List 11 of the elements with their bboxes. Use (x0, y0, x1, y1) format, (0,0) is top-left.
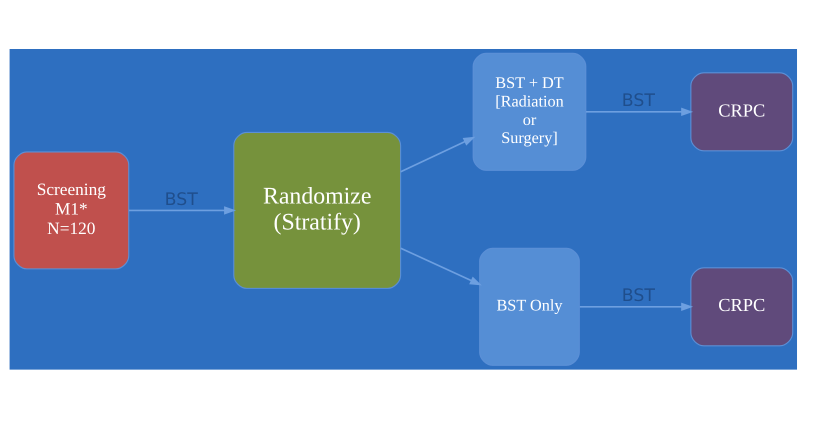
node-box: Randomize (Stratify) (232, 132, 401, 289)
node-box: BST Only (478, 248, 580, 366)
node-box: CRPC (690, 267, 793, 346)
arrow (400, 136, 475, 172)
node-box: CRPC (690, 72, 793, 152)
arrow (128, 206, 236, 215)
node-box: BST + DT [Radiation or Surgery] (472, 52, 586, 171)
arrow (400, 247, 482, 286)
arrow (579, 302, 693, 311)
node-box: Screening M1* N=120 (12, 151, 129, 270)
arrow (586, 108, 693, 116)
